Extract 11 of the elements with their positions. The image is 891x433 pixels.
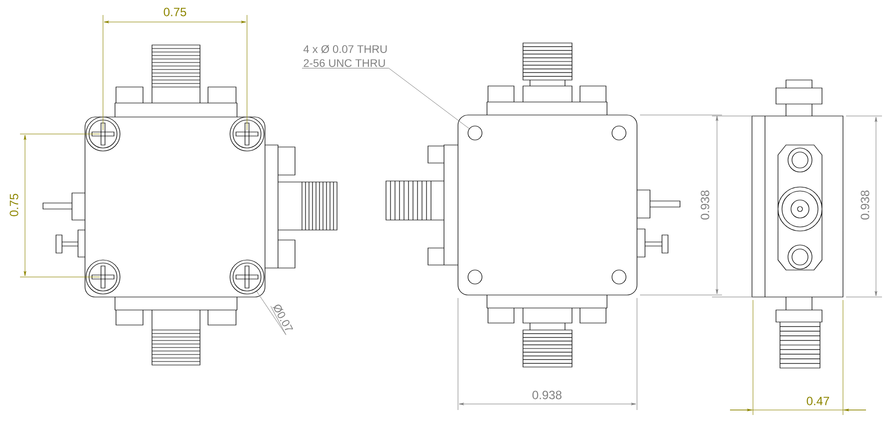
dimension-label: 0.75 (164, 8, 186, 16)
dimension-label: 0.75 (10, 194, 18, 216)
dimension-label: 0.938 (532, 390, 562, 400)
dimension-label: 0.938 (700, 190, 710, 220)
hole-circle (468, 126, 482, 140)
dimension-label: 0.47 (806, 396, 830, 406)
dimension-label: 0.938 (860, 190, 870, 220)
leader-line (302, 68, 470, 129)
screw-head (230, 260, 264, 294)
leader-line (256, 291, 286, 335)
note-text: 4 x Ø 0.07 THRU 2-56 UNC THRU (303, 45, 387, 67)
